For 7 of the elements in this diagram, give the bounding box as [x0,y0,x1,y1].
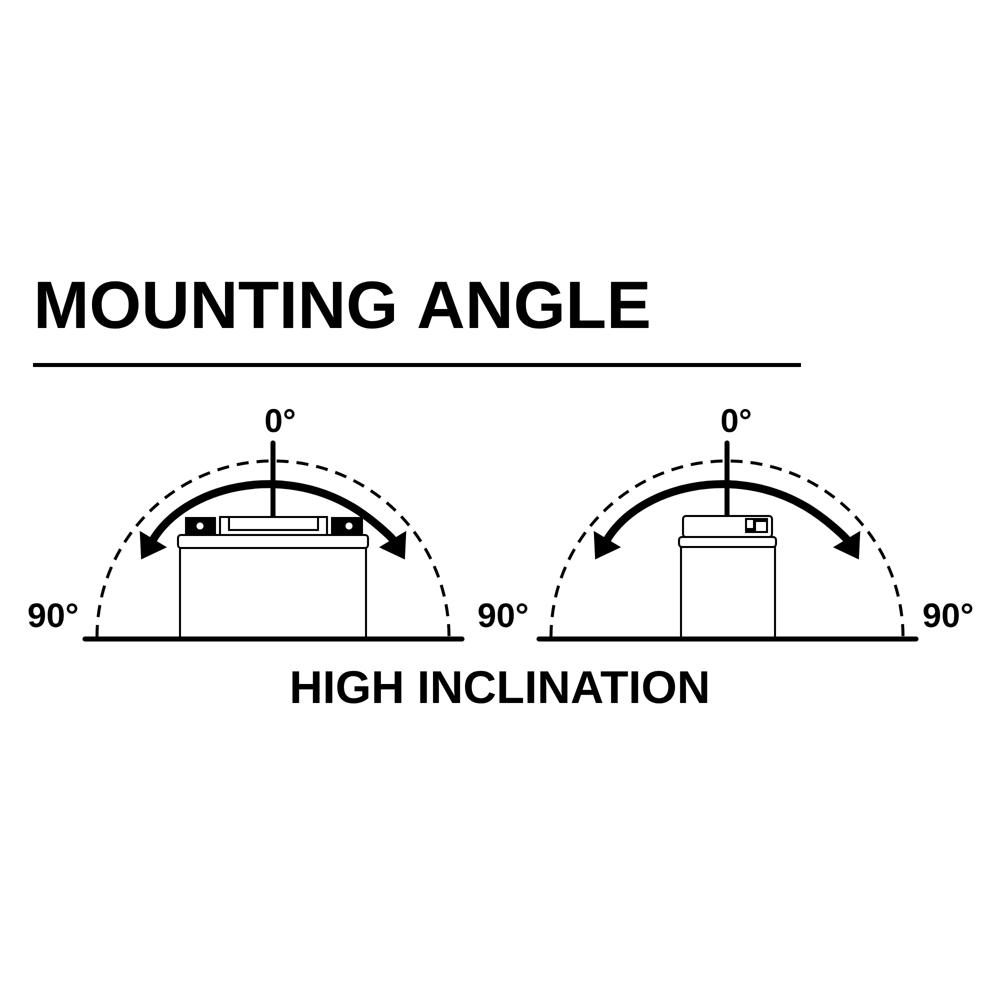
angle-label: 0° [722,408,751,432]
angle-label: 90° [28,603,78,628]
angle-label: 0° [266,408,295,432]
angle-label: 90° [478,603,528,628]
heading: MOUNTING ANGLE [38,281,649,329]
caption: HIGH INCLINATION [292,670,708,704]
angle-label: 90° [924,603,972,628]
